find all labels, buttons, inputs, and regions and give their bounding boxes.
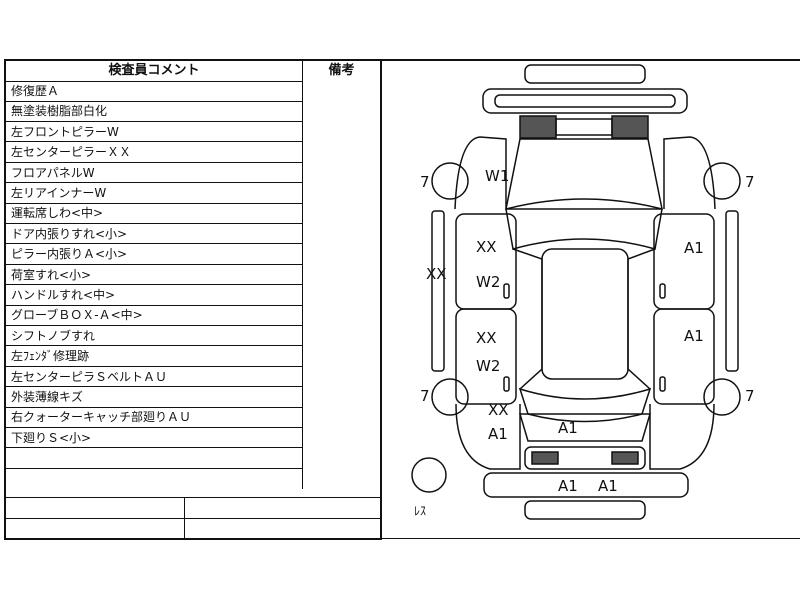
comment-row: 左リアインナーW xyxy=(6,183,302,204)
taillight-right xyxy=(611,451,639,465)
left-rear-handle xyxy=(503,376,510,392)
front-bumper xyxy=(482,88,688,114)
mark-tire-rr: 7 xyxy=(745,387,755,405)
rear-window xyxy=(518,387,652,423)
mark-rear-bumper-left: A1 xyxy=(558,477,578,495)
left-side-sill xyxy=(431,210,445,372)
spare-tire xyxy=(411,457,447,493)
mark-left-rear-inner: W2 xyxy=(476,357,500,375)
footer-divider xyxy=(184,497,185,540)
mark-left-side-sill: XX xyxy=(426,265,447,283)
comment-row: 左フロントピラーW xyxy=(6,122,302,143)
comment-header: 検査員コメント xyxy=(6,61,302,82)
roof xyxy=(541,248,629,380)
front-bumper-outer xyxy=(524,64,646,84)
spare-label: ﾚｽ xyxy=(414,504,426,518)
left-a-pillar-line xyxy=(512,248,543,390)
mark-left-front-inner: W2 xyxy=(476,273,500,291)
rear-bumper xyxy=(483,472,689,498)
left-rear-fender xyxy=(455,403,521,470)
mark-tire-fl: 7 xyxy=(420,173,430,191)
right-front-handle xyxy=(659,283,666,299)
comment-row: ピラー内張りＡ<小> xyxy=(6,244,302,265)
comment-row: グローブＢＯＸ-Ａ<中> xyxy=(6,305,302,326)
comment-row: 右クォーターキャッチ部廻りＡＵ xyxy=(6,407,302,428)
comment-row: フロアパネルW xyxy=(6,163,302,184)
comment-row: 下廻りＳ<小> xyxy=(6,428,302,449)
rear-gate xyxy=(518,413,652,442)
comment-row: シフトノブすれ xyxy=(6,326,302,347)
diagram-bottom-border xyxy=(380,538,800,539)
left-front-handle xyxy=(503,283,510,299)
headlight-left xyxy=(519,115,557,139)
right-front-fender xyxy=(663,136,716,210)
mark-front-pillar-left: W1 xyxy=(485,167,509,185)
mark-left-quarter: XX xyxy=(488,401,509,419)
left-front-door xyxy=(455,213,517,310)
footer-line-2 xyxy=(6,518,382,519)
remarks-divider xyxy=(302,61,303,489)
tire-front-right xyxy=(703,162,741,200)
mark-rear-gate: A1 xyxy=(558,419,578,437)
comment-row: 修復歴Ａ xyxy=(6,81,302,102)
right-front-door xyxy=(653,213,715,310)
remarks-header: 備考 xyxy=(302,61,382,81)
comment-row-blank xyxy=(6,448,302,469)
mark-tire-rl: 7 xyxy=(420,387,430,405)
mark-tire-fr: 7 xyxy=(745,173,755,191)
mark-left-front-door: XX xyxy=(476,238,497,256)
comment-row: 左センターピラＳベルトＡＵ xyxy=(6,367,302,388)
right-a-pillar-line xyxy=(627,248,656,390)
comment-row: 荷室すれ<小> xyxy=(6,265,302,286)
tire-front-left xyxy=(431,162,469,200)
table-right-border xyxy=(380,61,382,540)
mark-left-rear-corner: A1 xyxy=(488,425,508,443)
footer-line-1 xyxy=(6,497,382,498)
vehicle-damage-diagram: 7 7 7 7 W1 XX XX W2 XX W2 XX A1 A1 A1 A1… xyxy=(380,59,800,540)
taillight-left xyxy=(531,451,559,465)
right-side-sill xyxy=(725,210,739,372)
comment-row: ドア内張りすれ<小> xyxy=(6,224,302,245)
comment-row: ハンドルすれ<中> xyxy=(6,285,302,306)
comment-row: 運転席しわ<中> xyxy=(6,203,302,224)
right-rear-fender xyxy=(649,403,715,470)
front-bumper-inner xyxy=(494,94,676,108)
mark-right-front-door: A1 xyxy=(684,239,704,257)
left-rear-door xyxy=(455,308,517,405)
right-rear-handle xyxy=(659,376,666,392)
windshield xyxy=(505,198,663,250)
car-outline-svg: 7 7 7 7 W1 XX XX W2 XX W2 XX A1 A1 A1 A1… xyxy=(380,59,800,520)
comment-row: 外装薄線キズ xyxy=(6,387,302,408)
rear-bumper-outer xyxy=(524,500,646,520)
comment-row: 左ﾌｪﾝﾀﾞ修理跡 xyxy=(6,346,302,367)
comment-row: 無塗装樹脂部白化 xyxy=(6,101,302,122)
rear-panel xyxy=(524,446,646,470)
headlight-right xyxy=(611,115,649,139)
tire-rear-left xyxy=(431,378,469,416)
mark-rear-bumper-right: A1 xyxy=(598,477,618,495)
grille xyxy=(555,118,613,136)
tire-rear-right xyxy=(703,378,741,416)
mark-left-rear-door: XX xyxy=(476,329,497,347)
left-front-fender xyxy=(454,136,507,210)
comment-row: 左センターピラーＸＸ xyxy=(6,142,302,163)
right-rear-door xyxy=(653,308,715,405)
mark-right-rear-door: A1 xyxy=(684,327,704,345)
